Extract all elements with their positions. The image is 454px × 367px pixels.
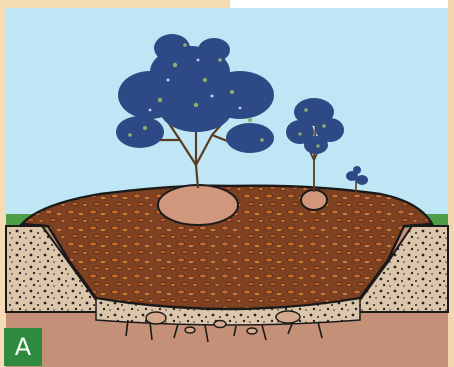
- panel-label: A: [4, 328, 42, 366]
- root-ball-large: [158, 185, 238, 225]
- frame-top-band: [0, 0, 230, 8]
- root-ball-small: [301, 190, 327, 210]
